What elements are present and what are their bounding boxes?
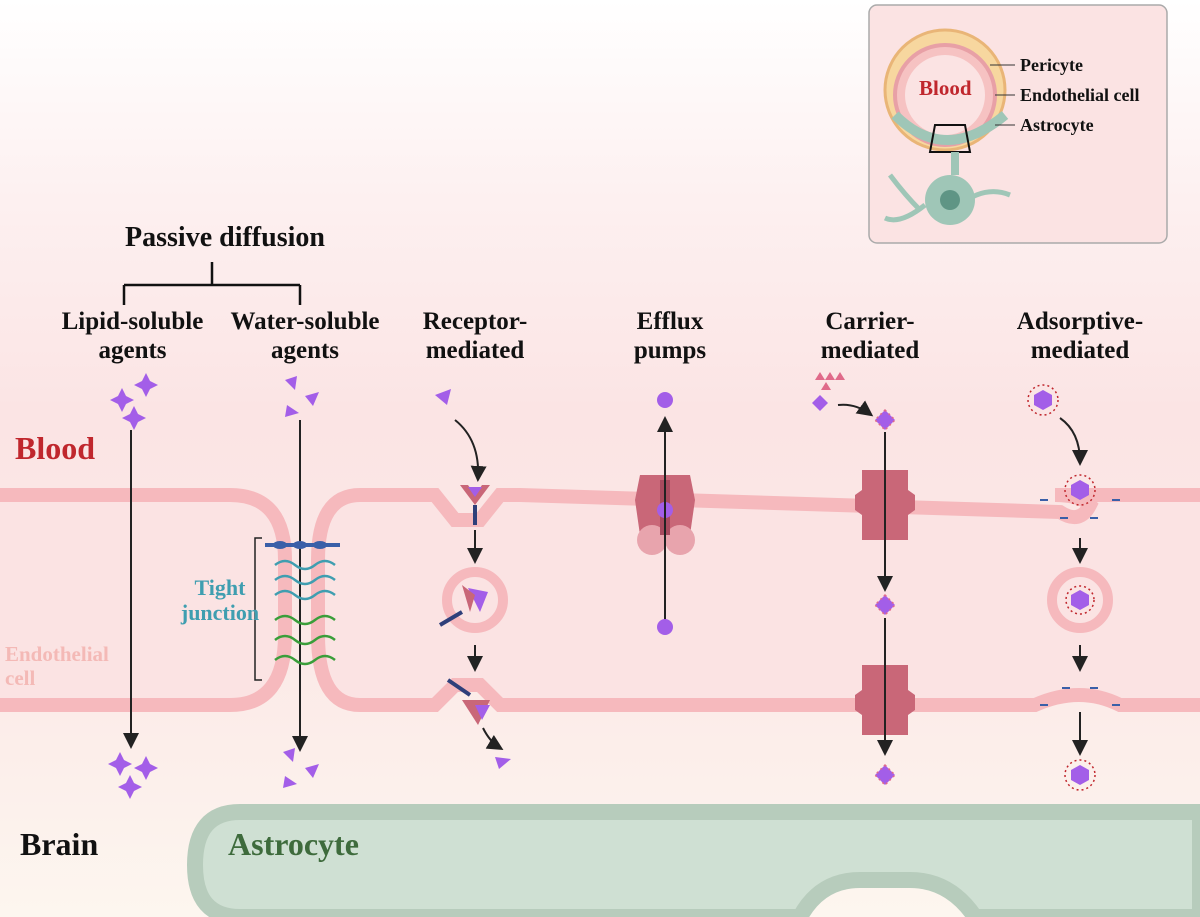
receptor-mediated-label: Receptor-mediated <box>422 308 528 364</box>
blood-label: Blood <box>15 430 96 466</box>
inset-pericyte-label: Pericyte <box>1020 55 1083 75</box>
inset-astrocyte-label: Astrocyte <box>1020 115 1094 135</box>
inset-endothelial-label: Endothelial cell <box>1020 85 1140 105</box>
inset-blood-label: Blood <box>919 76 972 100</box>
water-soluble-drugs-brain <box>283 748 319 788</box>
adsorptive-mediated-label: Adsorptive-mediated <box>1016 308 1144 364</box>
water-soluble-drugs-blood <box>285 376 319 417</box>
carrier-mediated-pathway <box>812 372 915 787</box>
passive-diffusion-label: Passive diffusion <box>125 222 325 253</box>
brain-label: Brain <box>20 826 99 862</box>
astrocyte-label: Astrocyte <box>228 826 359 862</box>
lipid-soluble-drugs-brain <box>108 752 158 799</box>
adsorptive-mediated-pathway <box>1027 384 1120 791</box>
efflux-pump-pathway <box>635 392 695 635</box>
endothelial-cell-layer <box>0 488 1200 712</box>
inset-vessel-panel <box>868 4 1168 244</box>
receptor-mediated-pathway <box>435 389 511 769</box>
carrier-mediated-label: Carrier-mediated <box>820 308 920 364</box>
tight-junction-bracket <box>254 537 262 681</box>
tight-junction-proteins <box>265 541 340 666</box>
passive-diffusion-bracket <box>122 262 302 305</box>
lipid-soluble-drugs-blood <box>110 373 158 430</box>
